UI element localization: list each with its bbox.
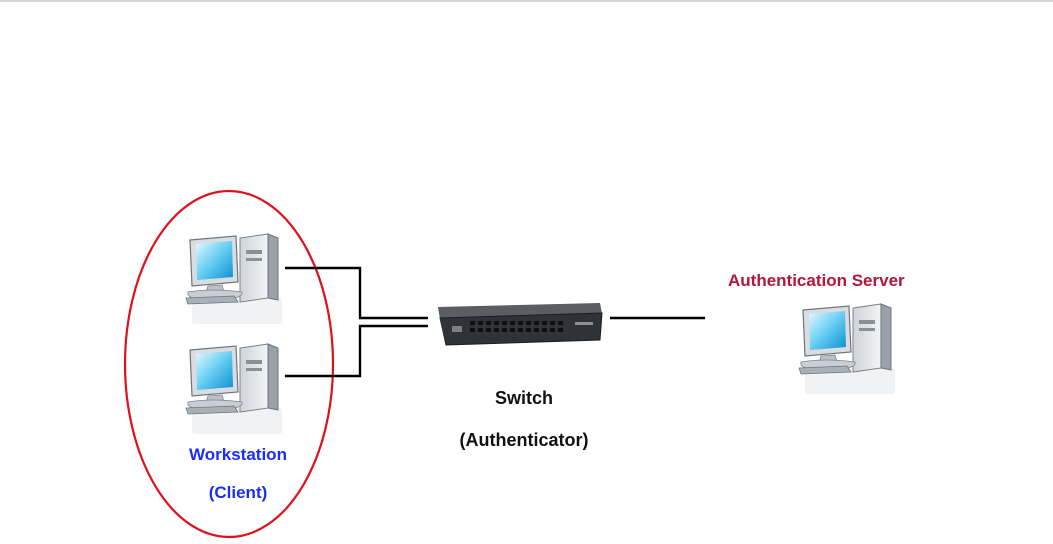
desktop-computer-icon xyxy=(185,233,283,325)
workstation-label-line1: Workstation xyxy=(189,445,287,464)
client-group-ellipse xyxy=(123,189,335,539)
switch-label-line1: Switch xyxy=(494,388,553,408)
switch-label-line2: (Authenticator) xyxy=(459,430,589,450)
link-workstation-2-switch xyxy=(285,324,428,378)
workstation-label-line2: (Client) xyxy=(208,483,268,502)
desktop-computer-icon xyxy=(798,303,896,395)
auth-server-label: Authentication Server xyxy=(728,271,905,290)
network-switch-icon xyxy=(438,303,603,346)
desktop-computer-icon xyxy=(185,343,283,435)
link-workstation-1-switch xyxy=(285,266,428,320)
